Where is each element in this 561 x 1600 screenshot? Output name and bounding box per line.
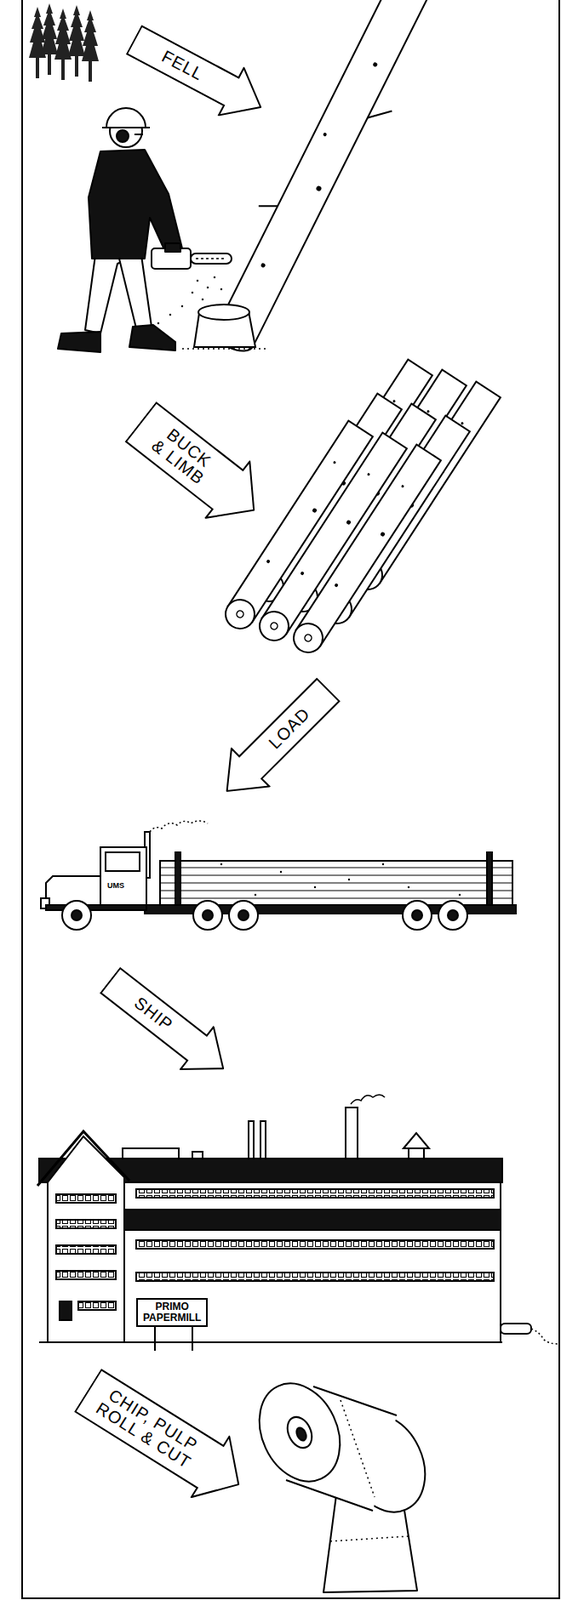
- arrow-outline: [119, 394, 276, 539]
- mill-sign: PRIMO PAPERMILL: [136, 1299, 208, 1329]
- step-arrow: LOAD: [206, 669, 349, 812]
- step-arrow: CHIP, PULP ROLL & CUT: [68, 1360, 259, 1517]
- arrow-outline: [207, 670, 347, 810]
- arrow-outline: [93, 959, 240, 1090]
- sign-label: PRIMO PAPERMILL: [143, 1302, 201, 1325]
- step-arrow: FELL: [120, 14, 275, 132]
- arrow-outline: [121, 16, 274, 131]
- arrow-outline: [69, 1361, 258, 1516]
- step-arrow: SHIP: [92, 958, 241, 1092]
- step-arrow: BUCK & LIMB: [118, 393, 278, 540]
- door-logo: UMS: [107, 881, 125, 891]
